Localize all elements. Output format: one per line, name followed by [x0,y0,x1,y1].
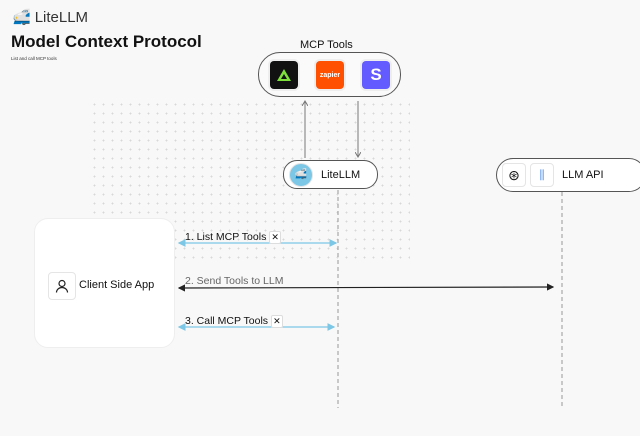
tools-icon: ✕ [271,315,283,328]
person-icon [48,272,76,300]
stripe-icon: S [362,61,390,89]
llm-provider-icon: ⫼ [530,163,554,187]
zapier-icon: zapier [316,61,344,89]
page-title: Model Context Protocol [11,32,202,51]
client-label: Client Side App [79,279,155,291]
litellm-logo: 🚅LiteLLM [12,8,89,27]
step2-label: 2. Send Tools to LLM [185,275,284,287]
litellm-icon: 🚅 [289,162,313,187]
openai-icon: ⊛ [502,163,526,187]
page-subtitle: List and call MCP tools [11,56,57,61]
step2-arrow [177,283,555,292]
litellm-node: 🚅 LiteLLM [283,160,378,189]
tools-icon: ✕ [269,231,281,244]
llm-api-node: ⊛ ⫼ LLM API [496,158,640,192]
step3-label: 3. Call MCP Tools✕ [185,315,283,328]
tool-a-icon [270,61,298,89]
mcp-tools-label: MCP Tools [300,39,353,51]
step1-label: 1. List MCP Tools✕ [185,231,281,244]
train-icon: 🚅 [12,9,31,26]
